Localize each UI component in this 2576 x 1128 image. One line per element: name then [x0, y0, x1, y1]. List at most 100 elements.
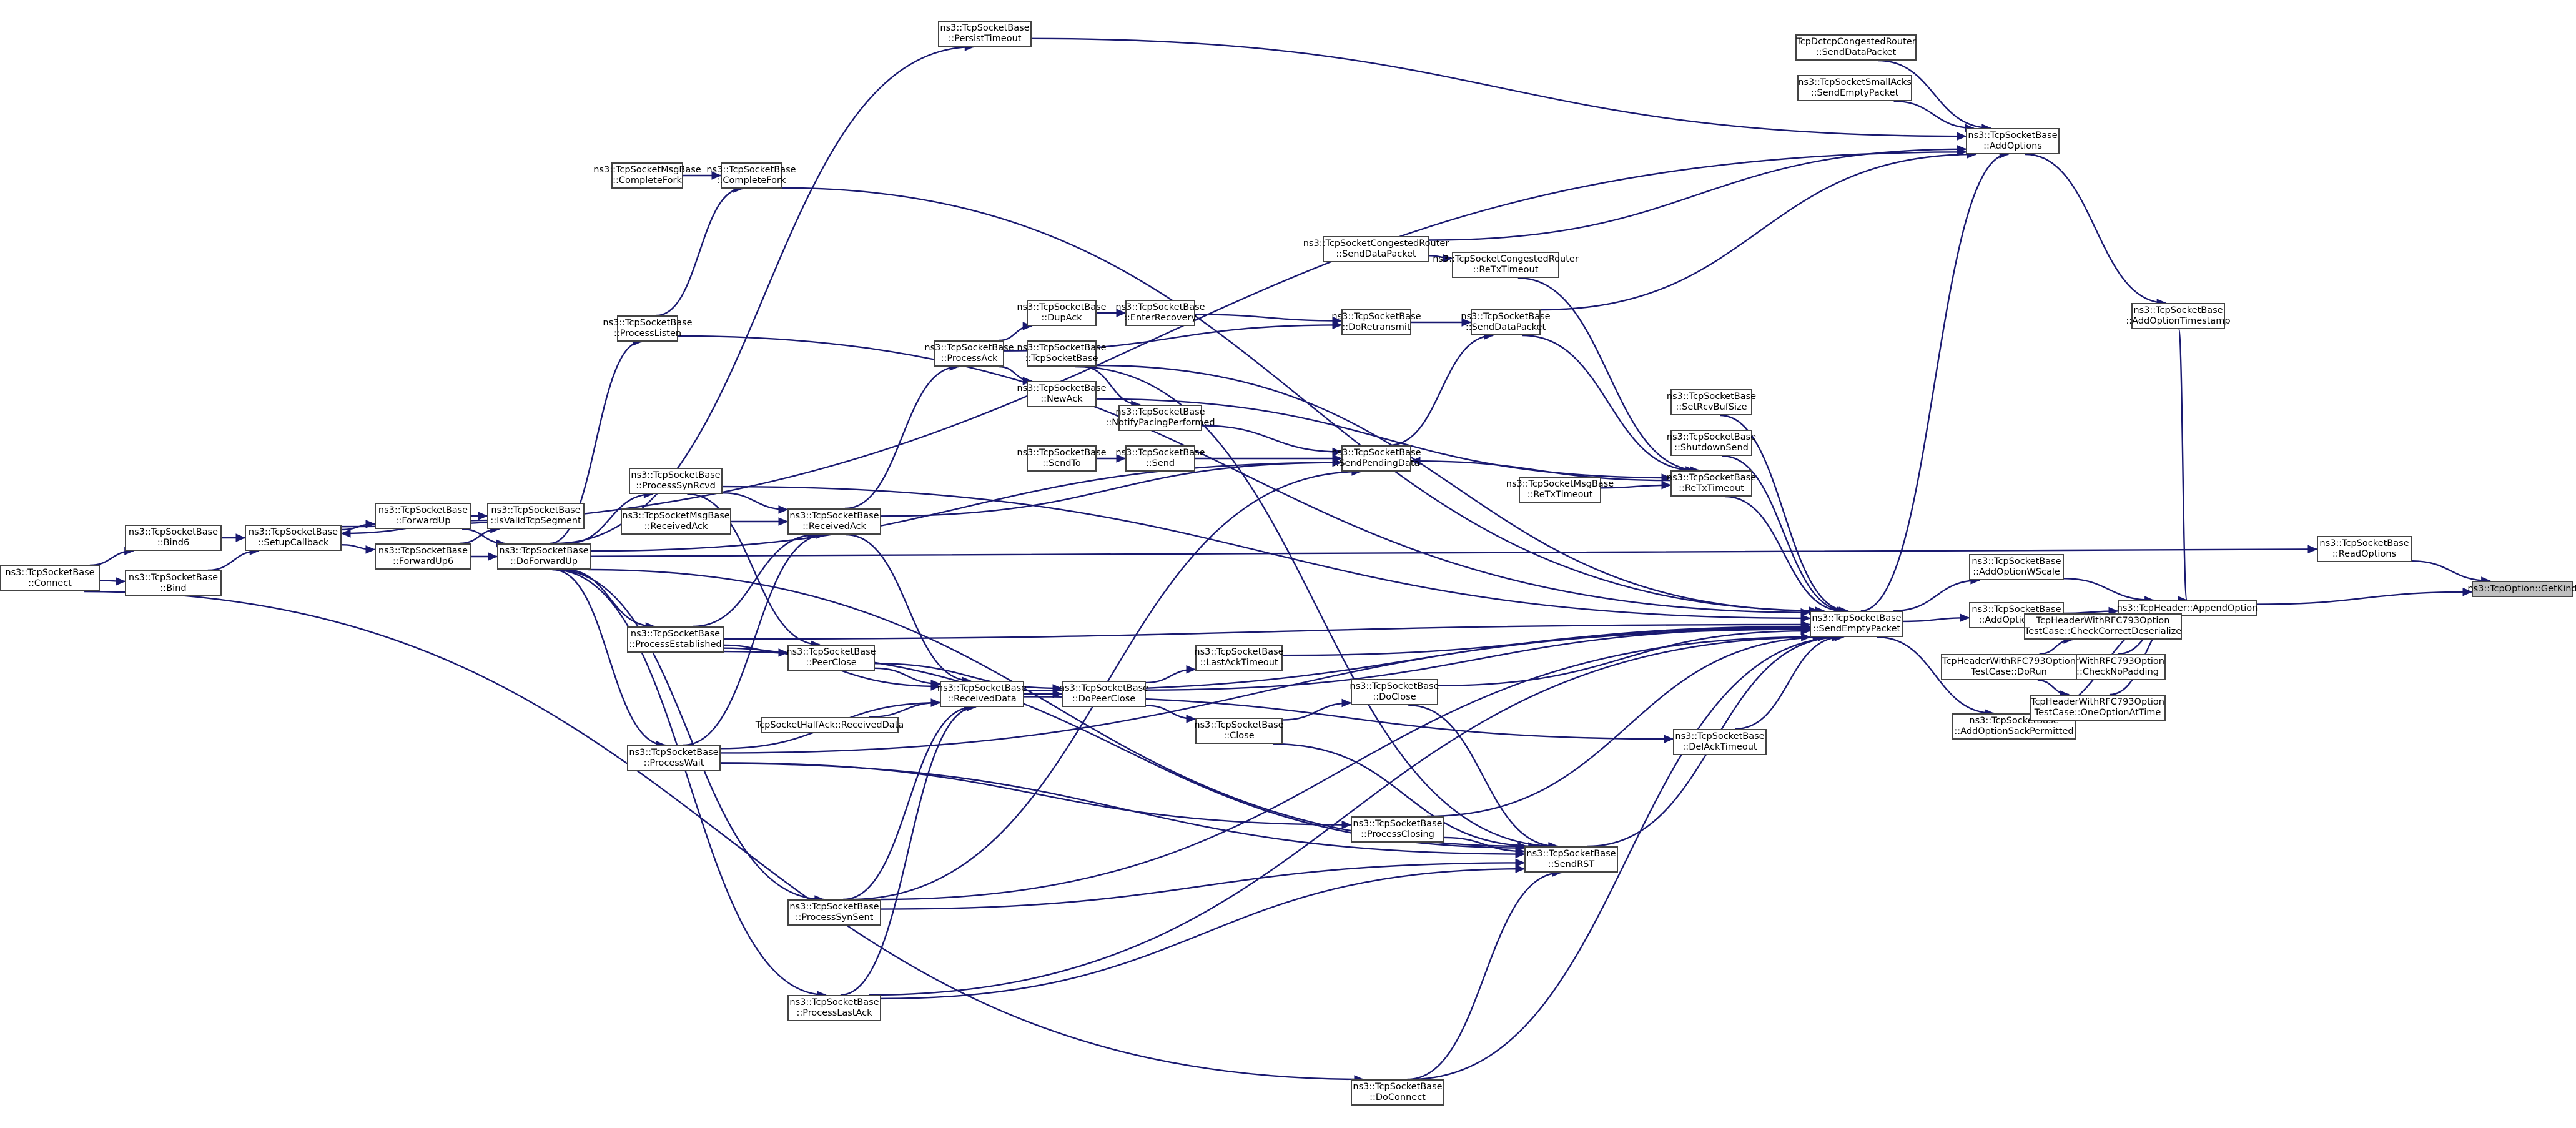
node-send-data-packet[interactable]: ns3::TcpSocketBase ::SendDataPacket: [1461, 309, 1551, 335]
node-one-option-at-time[interactable]: TcpHeaderWithRFC793Option TestCase::OneO…: [2030, 695, 2166, 721]
node-close[interactable]: ns3::TcpSocketBase ::Close: [1194, 718, 1284, 744]
node-shutdown-send[interactable]: ns3::TcpSocketBase ::ShutdownSend: [1667, 430, 1756, 456]
call-edge: [552, 568, 666, 746]
node-peer-close[interactable]: ns3::TcpSocketBase ::PeerClose: [786, 645, 876, 671]
call-edge: [1438, 630, 1810, 686]
node-label: ns3::TcpSocketBase ::AddOptions: [1968, 131, 2058, 151]
node-process-established[interactable]: ns3::TcpSocketBase ::ProcessEstablished: [627, 626, 724, 653]
node-process-closing[interactable]: ns3::TcpSocketBase ::ProcessClosing: [1351, 816, 1444, 843]
call-edge: [844, 365, 959, 510]
node-msg-received-ack[interactable]: ns3::TcpSocketMsgBase ::ReceivedAck: [621, 508, 731, 535]
node-process-ack[interactable]: ns3::TcpSocketBase ::ProcessAck: [924, 340, 1014, 367]
call-edge: [1444, 836, 1525, 853]
arrowhead-icon: [1341, 698, 1352, 708]
call-edge: [720, 628, 1810, 754]
node-add-options[interactable]: ns3::TcpSocketBase ::AddOptions: [1966, 128, 2060, 154]
node-label: ns3::TcpSocketCongestedRouter ::ReTxTime…: [1433, 254, 1579, 275]
node-cong-send-data-packet[interactable]: ns3::TcpSocketCongestedRouter ::SendData…: [1303, 236, 1449, 262]
arrowhead-icon: [235, 533, 246, 542]
node-received-ack[interactable]: ns3::TcpSocketBase ::ReceivedAck: [787, 508, 881, 535]
arrowhead-icon: [478, 512, 488, 520]
arrowhead-icon: [1661, 480, 1672, 490]
node-label: ns3::TcpSocketBase ::AddOptionTimestamp: [2126, 305, 2231, 326]
node-add-option-timestamp[interactable]: ns3::TcpSocketBase ::AddOptionTimestamp: [2126, 303, 2231, 329]
node-bind6[interactable]: ns3::TcpSocketBase ::Bind6: [125, 525, 222, 551]
node-process-syn-sent[interactable]: ns3::TcpSocketBase ::ProcessSynSent: [787, 899, 881, 926]
node-get-kind[interactable]: ns3::TcpOption::GetKind: [2467, 581, 2576, 597]
node-dctcp-send-data-packet[interactable]: TcpDctcpCongestedRouter ::SendDataPacket: [1795, 34, 1917, 61]
node-send-empty-packet[interactable]: ns3::TcpSocketBase ::SendEmptyPacket: [1810, 611, 1903, 637]
node-tcp-socket-base-ctor[interactable]: ns3::TcpSocketBase ::TcpSocketBase: [1017, 340, 1107, 367]
node-check-correct-deserialize[interactable]: TcpHeaderWithRFC793Option TestCase::Chec…: [2024, 613, 2182, 640]
node-do-close[interactable]: ns3::TcpSocketBase ::DoClose: [1350, 679, 1439, 705]
call-edge: [590, 462, 1342, 552]
node-re-tx-timeout[interactable]: ns3::TcpSocketBase ::ReTxTimeout: [1667, 470, 1756, 497]
arrowhead-icon: [1515, 849, 1526, 859]
node-add-option-wscale[interactable]: ns3::TcpSocketBase ::AddOptionWScale: [1969, 554, 2064, 580]
node-received-data[interactable]: ns3::TcpSocketBase ::ReceivedData: [937, 681, 1027, 707]
node-process-last-ack[interactable]: ns3::TcpSocketBase ::ProcessLastAck: [787, 995, 881, 1021]
call-edge: [683, 533, 826, 746]
node-do-peer-close[interactable]: ns3::TcpSocketBase ::DoPeerClose: [1059, 681, 1148, 707]
node-do-retransmit[interactable]: ns3::TcpSocketBase ::DoRetransmit: [1331, 309, 1421, 335]
call-edge: [881, 636, 1810, 901]
node-do-run[interactable]: TcpHeaderWithRFC793Option TestCase::DoRu…: [1941, 654, 2077, 680]
call-edge: [1410, 636, 1844, 1081]
node-bind[interactable]: ns3::TcpSocketBase ::Bind: [125, 570, 222, 596]
arrowhead-icon: [778, 505, 789, 514]
node-last-ack-timeout[interactable]: ns3::TcpSocketBase ::LastAckTimeout: [1194, 645, 1284, 671]
node-small-acks-send-empty[interactable]: ns3::TcpSocketSmallAcks ::SendEmptyPacke…: [1797, 75, 1912, 101]
call-edge: [1031, 37, 1967, 137]
node-cong-re-tx-timeout[interactable]: ns3::TcpSocketCongestedRouter ::ReTxTime…: [1433, 252, 1579, 278]
node-do-connect[interactable]: ns3::TcpSocketBase ::DoConnect: [1351, 1079, 1444, 1106]
call-edge: [1407, 871, 1562, 1081]
node-label: ns3::TcpSocketBase ::DoRetransmit: [1331, 312, 1421, 332]
node-msg-complete-fork[interactable]: ns3::TcpSocketMsgBase ::CompleteFork: [593, 162, 701, 189]
node-process-syn-rcvd[interactable]: ns3::TcpSocketBase ::ProcessSynRcvd: [629, 468, 723, 494]
node-append-option[interactable]: ns3::TcpHeader::AppendOption: [2117, 600, 2258, 616]
arrowhead-icon: [1800, 614, 1811, 623]
node-label: ns3::TcpSocketMsgBase ::CompleteFork: [593, 165, 701, 186]
node-setup-callback[interactable]: ns3::TcpSocketBase ::SetupCallback: [245, 525, 342, 551]
call-edge: [1725, 495, 1843, 612]
node-half-ack-received-data[interactable]: TcpSocketHalfAck::ReceivedData: [756, 717, 904, 733]
arrowhead-icon: [1957, 144, 1967, 154]
node-label: ns3::TcpSocketBase ::LastAckTimeout: [1194, 647, 1284, 668]
node-persist-timeout[interactable]: ns3::TcpSocketBase ::PersistTimeout: [938, 21, 1032, 47]
node-label: ns3::TcpSocketBase ::EnterRecovery: [1115, 302, 1205, 323]
node-dup-ack[interactable]: ns3::TcpSocketBase ::DupAck: [1017, 300, 1107, 326]
node-notify-pacing-performed[interactable]: ns3::TcpSocketBase ::NotifyPacingPerform…: [1105, 405, 1215, 431]
node-send-pending-data[interactable]: ns3::TcpSocketBase ::SendPendingData: [1331, 445, 1421, 472]
node-del-ack-timeout[interactable]: ns3::TcpSocketBase ::DelAckTimeout: [1673, 729, 1767, 755]
node-do-forward-up[interactable]: ns3::TcpSocketBase ::DoForwardUp: [497, 543, 591, 570]
node-complete-fork[interactable]: ns3::TcpSocketBase ::CompleteFork: [706, 162, 796, 189]
call-edge: [1517, 277, 1699, 472]
node-enter-recovery[interactable]: ns3::TcpSocketBase ::EnterRecovery: [1115, 300, 1205, 326]
node-label: ns3::TcpSocketBase ::NotifyPacingPerform…: [1105, 407, 1215, 428]
node-process-listen[interactable]: ns3::TcpSocketBase ::ProcessListen: [603, 315, 693, 342]
node-send[interactable]: ns3::TcpSocketBase ::Send: [1115, 445, 1205, 472]
node-forward-up6[interactable]: ns3::TcpSocketBase ::ForwardUp6: [375, 543, 471, 570]
node-read-options[interactable]: ns3::TcpSocketBase ::ReadOptions: [2317, 536, 2412, 562]
call-edge: [1877, 636, 1994, 715]
node-is-valid-tcp-segment[interactable]: ns3::TcpSocketBase ::IsValidTcpSegment: [487, 503, 585, 529]
arrowhead-icon: [1800, 623, 1811, 632]
call-edge: [1429, 148, 1967, 241]
node-label: ns3::TcpSocketBase ::ReadOptions: [2319, 538, 2409, 559]
arrowhead-icon: [1410, 457, 1421, 465]
node-send-rst[interactable]: ns3::TcpSocketBase ::SendRST: [1524, 846, 1618, 873]
node-new-ack[interactable]: ns3::TcpSocketBase ::NewAck: [1017, 381, 1107, 407]
node-set-rcv-buf-size[interactable]: ns3::TcpSocketBase ::SetRcvBufSize: [1667, 389, 1756, 415]
node-process-wait[interactable]: ns3::TcpSocketBase ::ProcessWait: [627, 745, 721, 771]
node-label: ns3::TcpSocketBase ::ForwardUp6: [378, 546, 468, 566]
node-forward-up[interactable]: ns3::TcpSocketBase ::ForwardUp: [375, 503, 471, 529]
arrowhead-icon: [1960, 613, 1970, 622]
node-connect[interactable]: ns3::TcpSocketBase ::Connect: [0, 565, 100, 591]
node-label: ns3::TcpSocketBase ::SetRcvBufSize: [1666, 392, 1757, 412]
node-send-to[interactable]: ns3::TcpSocketBase ::SendTo: [1017, 445, 1107, 472]
call-edge: [1273, 743, 1537, 848]
call-edge: [2178, 328, 2188, 601]
node-msg-re-tx-timeout[interactable]: ns3::TcpSocketMsgBase ::ReTxTimeout: [1506, 477, 1614, 503]
call-edge: [1282, 702, 1351, 721]
